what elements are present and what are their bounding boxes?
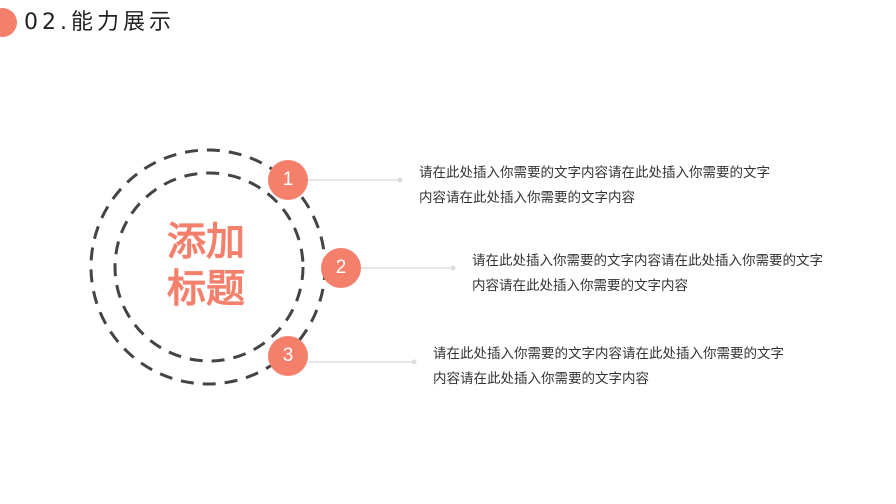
- item-description-2: 请在此处插入你需要的文字内容请在此处插入你需要的文字 内容请在此处插入你需要的文…: [472, 249, 872, 299]
- item-3-line1: 请在此处插入你需要的文字内容请在此处插入你需要的文字: [433, 346, 784, 362]
- number-badge-2: 2: [321, 248, 361, 288]
- connector-dot-2: [450, 265, 456, 271]
- item-1-line1: 请在此处插入你需要的文字内容请在此处插入你需要的文字: [419, 165, 770, 181]
- center-title: 添加 标题: [150, 219, 262, 313]
- item-description-3: 请在此处插入你需要的文字内容请在此处插入你需要的文字 内容请在此处插入你需要的文…: [433, 342, 833, 392]
- center-title-line1: 添加: [166, 220, 245, 265]
- number-badge-1: 1: [268, 160, 308, 200]
- connector-dot-3: [411, 359, 417, 365]
- center-title-line2: 标题: [166, 267, 245, 312]
- item-2-line2: 内容请在此处插入你需要的文字内容: [472, 278, 688, 294]
- inner-dashed-ring: [113, 171, 305, 363]
- item-3-line2: 内容请在此处插入你需要的文字内容: [433, 371, 649, 387]
- page-title: 02.能力展示: [24, 10, 175, 35]
- item-1-line2: 内容请在此处插入你需要的文字内容: [419, 190, 635, 206]
- connector-dot-1: [397, 177, 403, 183]
- item-2-line1: 请在此处插入你需要的文字内容请在此处插入你需要的文字: [472, 253, 823, 269]
- number-badge-3: 3: [268, 336, 308, 376]
- item-description-1: 请在此处插入你需要的文字内容请在此处插入你需要的文字 内容请在此处插入你需要的文…: [419, 161, 819, 211]
- header-accent-dot: [0, 8, 17, 37]
